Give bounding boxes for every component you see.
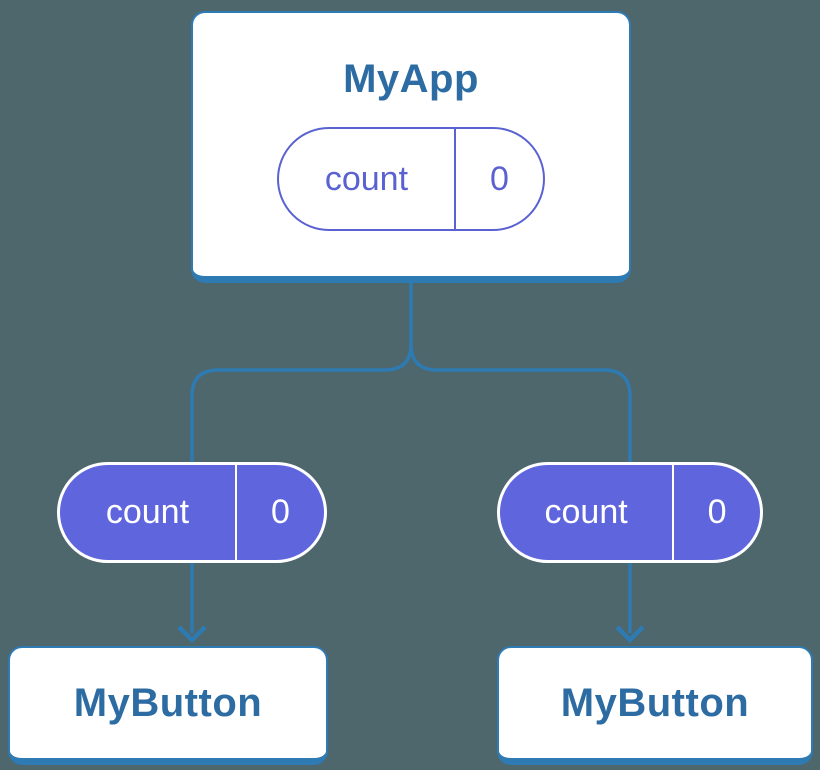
state-value: 0 [672, 465, 760, 560]
state-name-label: count [544, 493, 628, 531]
mybutton-card: MyButton [8, 646, 328, 765]
state-value: 0 [234, 465, 324, 560]
mybutton-card: MyButton [497, 646, 813, 765]
arrow-down-icon [615, 625, 645, 644]
state-name-label: count [324, 159, 409, 198]
state-pill: count 0 [277, 127, 545, 231]
state-pill: count 0 [57, 462, 327, 563]
state-value: 0 [453, 129, 543, 229]
mybutton-card-title: MyButton [73, 680, 263, 725]
mybutton-card-title: MyButton [560, 680, 750, 725]
connector-right-branch [409, 343, 632, 633]
state-name-label: count [105, 493, 190, 531]
connector-left-branch [190, 343, 413, 633]
myapp-card-title: MyApp [343, 57, 479, 101]
myapp-card: MyApp count 0 [191, 11, 631, 283]
state-pill: count 0 [497, 462, 763, 563]
arrow-down-icon [177, 625, 207, 644]
